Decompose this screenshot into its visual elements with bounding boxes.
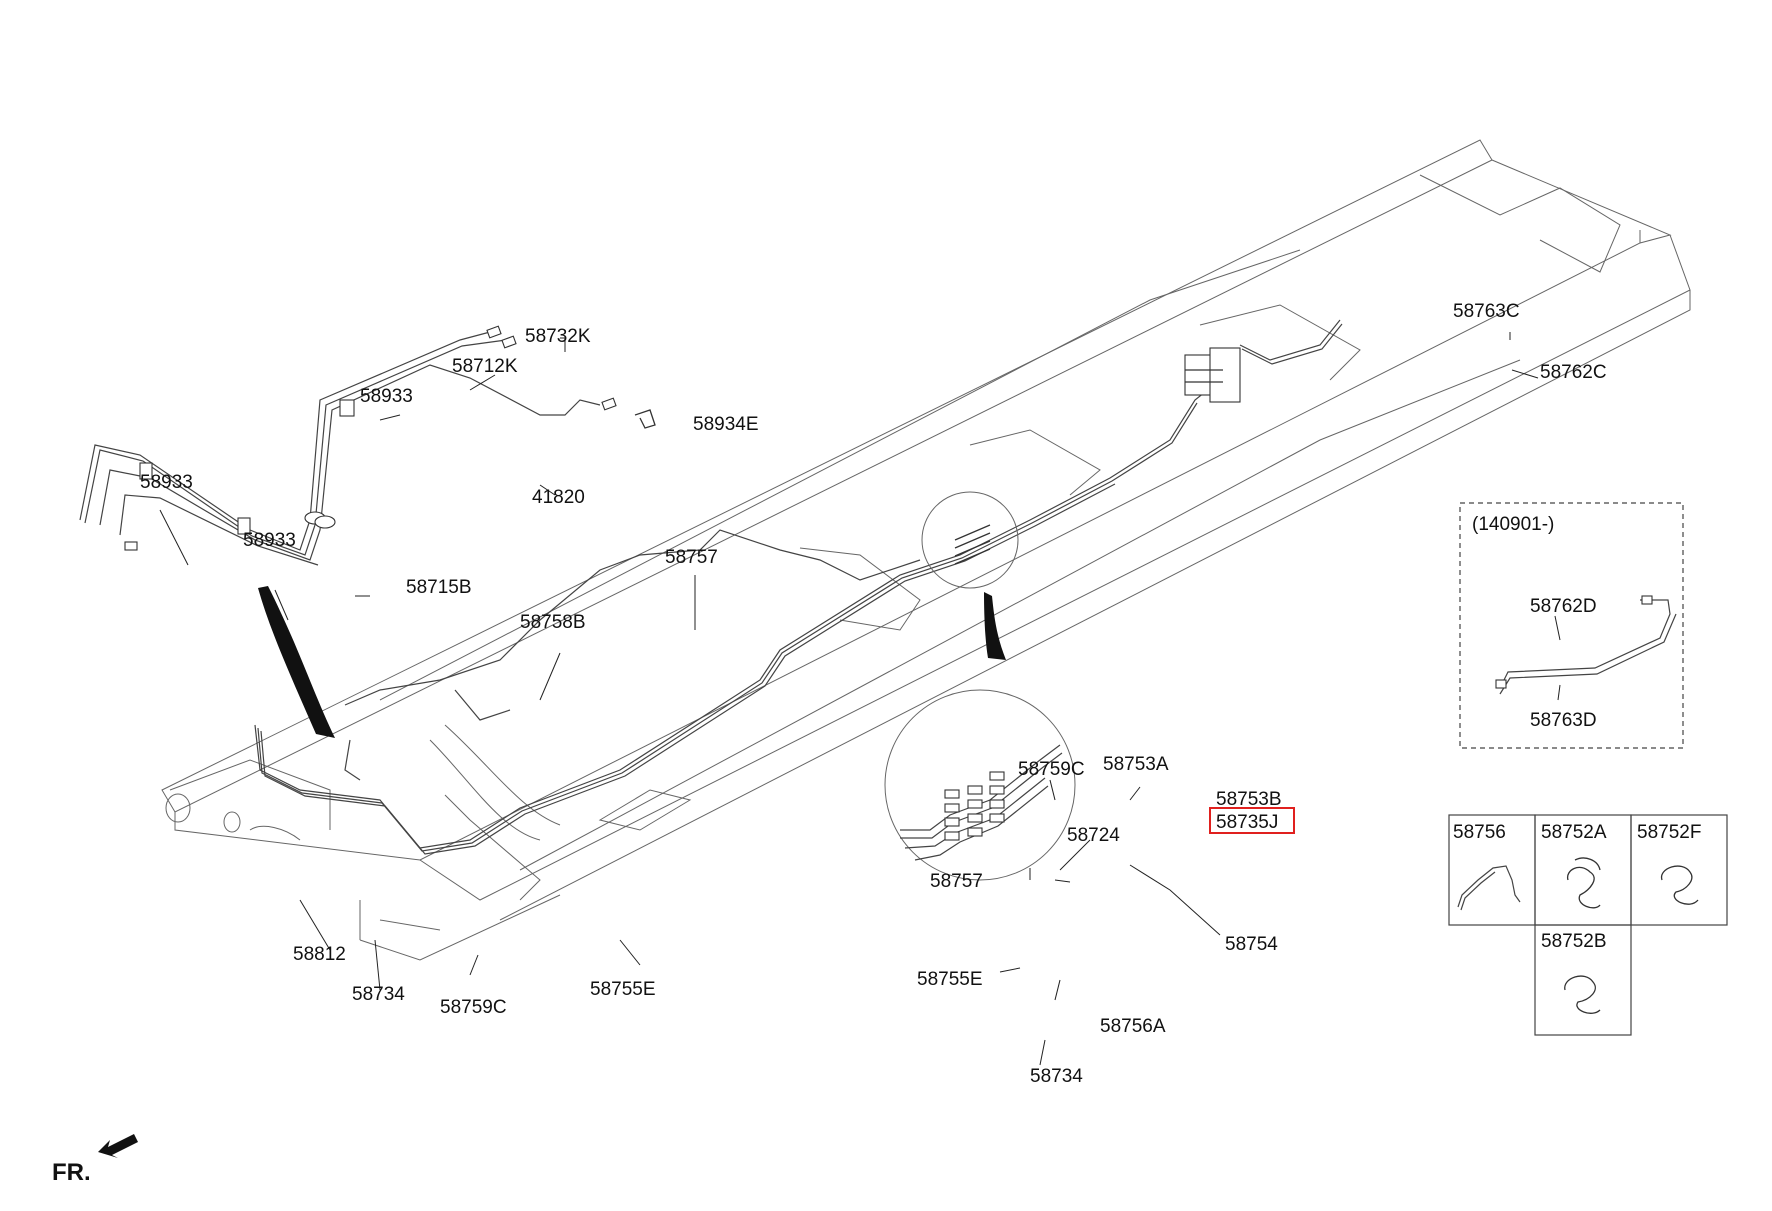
chassis-frame bbox=[161, 139, 1691, 961]
label-58933-top: 58933 bbox=[360, 386, 413, 407]
label-41820: 41820 bbox=[532, 487, 585, 508]
label-58755E-detail: 58755E bbox=[917, 969, 983, 990]
label-58812: 58812 bbox=[293, 944, 346, 965]
label-58724: 58724 bbox=[1067, 825, 1120, 846]
front-direction-indicator: FR. bbox=[52, 1134, 138, 1186]
label-58715B: 58715B bbox=[406, 577, 472, 598]
clip-label-58752B: 58752B bbox=[1541, 931, 1607, 952]
label-58933-left: 58933 bbox=[140, 472, 193, 493]
callout-arrow-right bbox=[984, 592, 1006, 660]
highlight-box bbox=[1209, 807, 1295, 834]
clip-label-58756: 58756 bbox=[1453, 822, 1506, 843]
label-58759C-detail: 58759C bbox=[1018, 759, 1085, 780]
label-58753A: 58753A bbox=[1103, 754, 1169, 775]
inset-date-note: (140901-) bbox=[1472, 514, 1554, 535]
label-58934E: 58934E bbox=[693, 414, 759, 435]
front-label: FR. bbox=[52, 1159, 91, 1186]
front-pipe-assembly bbox=[79, 325, 656, 566]
label-58732K: 58732K bbox=[525, 326, 591, 347]
part-labels: 58732K 58712K 58933 58934E 41820 58933 5… bbox=[140, 301, 1701, 1087]
label-58757-detail: 58757 bbox=[930, 871, 983, 892]
clip-label-58752A: 58752A bbox=[1541, 822, 1607, 843]
inset-box bbox=[1459, 502, 1684, 749]
clip-table bbox=[1448, 814, 1728, 1036]
label-58762C: 58762C bbox=[1540, 362, 1607, 383]
front-arrow-icon bbox=[98, 1134, 138, 1158]
label-58755E-main: 58755E bbox=[590, 979, 656, 1000]
label-58763C: 58763C bbox=[1453, 301, 1520, 322]
label-58753B: 58753B bbox=[1216, 789, 1282, 810]
label-58762D: 58762D bbox=[1530, 596, 1597, 617]
label-58757-main: 58757 bbox=[665, 547, 718, 568]
fitting-detail-view bbox=[884, 689, 1076, 881]
label-58735J[interactable]: 58735J bbox=[1216, 812, 1278, 833]
callout-arrow-left bbox=[258, 586, 335, 738]
brake-pipe-routing bbox=[254, 319, 1343, 855]
leader-lines bbox=[159, 332, 1561, 1066]
label-58712K: 58712K bbox=[452, 356, 518, 377]
label-58734-detail: 58734 bbox=[1030, 1066, 1083, 1087]
clip-label-58752F: 58752F bbox=[1637, 822, 1701, 843]
label-58763D: 58763D bbox=[1530, 710, 1597, 731]
label-58754: 58754 bbox=[1225, 934, 1278, 955]
label-58734-main: 58734 bbox=[352, 984, 405, 1005]
label-58933-mid: 58933 bbox=[243, 530, 296, 551]
label-58759C-main: 58759C bbox=[440, 997, 507, 1018]
label-58758B: 58758B bbox=[520, 612, 586, 633]
label-58756A: 58756A bbox=[1100, 1016, 1166, 1037]
